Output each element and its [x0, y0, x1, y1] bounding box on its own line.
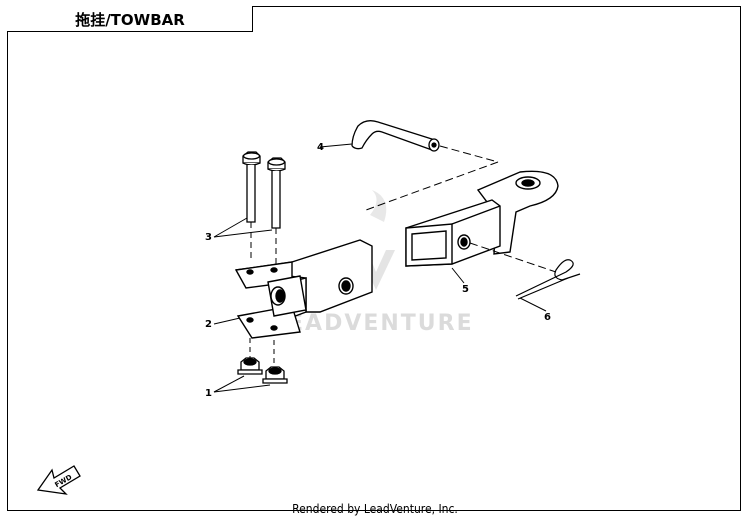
- hitch-receiver-bracket-drawing: [234, 239, 373, 368]
- callout-leaders: [213, 143, 547, 393]
- flange-nuts-drawing: [237, 357, 288, 384]
- callout-4: 4: [317, 142, 324, 153]
- callout-5: 5: [462, 284, 469, 295]
- diagram-title: 拖挂/TOWBAR: [75, 11, 185, 29]
- callout-labels: 4 3 2 1 5 6: [205, 142, 551, 399]
- callout-2: 2: [205, 319, 212, 330]
- hitch-pin-drawing: [351, 120, 499, 211]
- tow-ball-mount-drawing: [405, 170, 559, 273]
- footer-credit: Rendered by LeadVenture, Inc.: [292, 502, 458, 516]
- fwd-direction-arrow-icon: FWD: [36, 465, 81, 495]
- watermark-logo: LEADVENTURE: [272, 190, 474, 336]
- hair-pin-clip-drawing: [515, 259, 581, 300]
- title-box: 拖挂/TOWBAR: [7, 6, 253, 32]
- diagram-frame: [7, 6, 741, 511]
- bolts-drawing: [242, 151, 286, 268]
- callout-1: 1: [205, 388, 212, 399]
- callout-3: 3: [205, 232, 212, 243]
- watermark-text: LEADVENTURE: [272, 311, 474, 336]
- fwd-label: FWD: [54, 473, 74, 489]
- callout-6: 6: [544, 312, 551, 323]
